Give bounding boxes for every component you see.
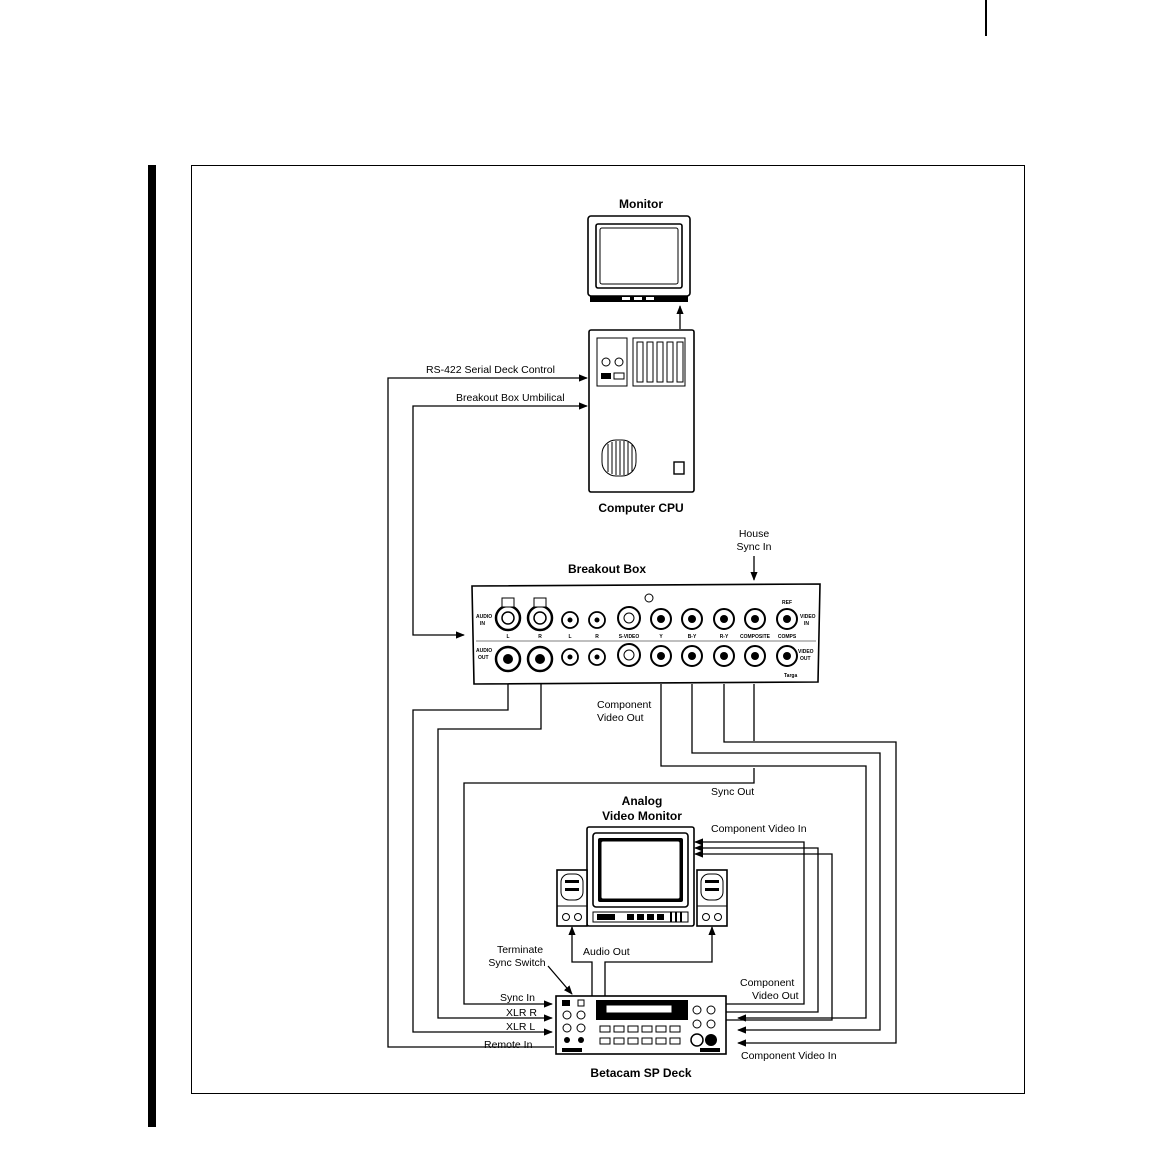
house-sync-label-2: Sync In (736, 541, 771, 553)
terminate-label-2: Sync Switch (488, 957, 545, 969)
panel-by-label: B-Y (688, 634, 697, 640)
left-speaker (556, 869, 588, 927)
cpu-title: Computer CPU (598, 501, 683, 515)
cpu-expansion-slots (632, 337, 686, 387)
component-video-cables (660, 684, 897, 1047)
deck-component-out-label-2: Video Out (752, 990, 799, 1002)
panel-ref-label: REF (782, 600, 792, 606)
sync-out-label: Sync Out (711, 786, 754, 798)
monitor-title: Monitor (619, 197, 663, 211)
right-speaker (696, 869, 728, 927)
change-bar (148, 165, 156, 1127)
audio-cables-to-deck (412, 684, 553, 1036)
panel-composite-label: COMPOSITE (740, 634, 771, 640)
computer-cpu: Computer CPU (588, 329, 695, 515)
deck-component-out-label-1: Component (740, 977, 794, 989)
xlr-r-label: XLR R (506, 1007, 537, 1019)
terminate-label-1: Terminate (497, 944, 543, 956)
terminate-sync-switch: Terminate Sync Switch (488, 944, 573, 995)
panel-video-out-label: VIDEO (798, 649, 814, 655)
analog-monitor-title-1: Analog (622, 794, 663, 808)
deck-title: Betacam SP Deck (590, 1066, 692, 1080)
panel-brand-label: Targa (784, 673, 797, 679)
panel-audio-in-label: AUDIO (476, 614, 492, 620)
diagram-frame (191, 165, 1025, 1094)
panel-comps-label: COMPS (778, 634, 797, 640)
panel-xlr-l-label: L (506, 634, 509, 640)
panel-xlr-r-label: R (538, 634, 542, 640)
top-rule-line (985, 0, 987, 36)
monitor: Monitor (587, 197, 691, 302)
umbilical-cable: Breakout Box Umbilical (412, 392, 588, 639)
sync-in-label: Sync In (500, 992, 535, 1004)
deck-component-out-cables: Component Video In Component Video Out (694, 823, 833, 1021)
house-sync: House Sync In (736, 528, 772, 581)
component-in-bottom-label: Component Video In (741, 1050, 837, 1062)
sync-cable: Sync Out (463, 684, 755, 1008)
panel-ry-label: R-Y (720, 634, 729, 640)
panel-audio-out-label-2: OUT (478, 655, 489, 661)
panel-audio-out-label: AUDIO (476, 648, 492, 654)
breakout-title: Breakout Box (568, 562, 646, 576)
analog-video-monitor (586, 826, 695, 927)
xlr-l-label: XLR L (506, 1021, 535, 1033)
panel-rca-l-label: L (568, 634, 571, 640)
breakout-box: AUDIO IN AUDIO OUT L R L R S-VIDEO Y B-Y… (471, 583, 821, 685)
breakout-rca-and-bnc-connectors (561, 593, 798, 667)
remote-in-label: Remote In (484, 1039, 533, 1051)
panel-video-in-label-2: IN (804, 621, 809, 627)
component-out-label-2: Video Out (597, 712, 644, 724)
component-out-label-1: Component (597, 699, 651, 711)
betacam-sp-deck (555, 995, 727, 1055)
breakout-panel-labels: AUDIO IN AUDIO OUT L R L R S-VIDEO Y B-Y… (476, 600, 816, 679)
audio-out-cables: Audio Out (568, 926, 716, 996)
panel-y-label: Y (659, 634, 663, 640)
panel-video-out-label-2: OUT (800, 656, 811, 662)
panel-rca-r-label: R (595, 634, 599, 640)
rs422-label: RS-422 Serial Deck Control (426, 364, 555, 376)
analog-monitor-title-2: Video Monitor (602, 809, 682, 823)
cpu-speaker-grille (601, 439, 637, 477)
panel-video-in-label: VIDEO (800, 614, 816, 620)
panel-svideo-label: S-VIDEO (619, 634, 640, 640)
component-in-top-label: Component Video In (711, 823, 807, 835)
rs422-cable: RS-422 Serial Deck Control (387, 364, 588, 1048)
umbilical-label: Breakout Box Umbilical (456, 392, 565, 404)
audio-out-label: Audio Out (583, 946, 630, 958)
panel-audio-in-label-2: IN (480, 621, 485, 627)
breakout-xlr-connectors (494, 597, 554, 673)
house-sync-label-1: House (739, 528, 770, 540)
